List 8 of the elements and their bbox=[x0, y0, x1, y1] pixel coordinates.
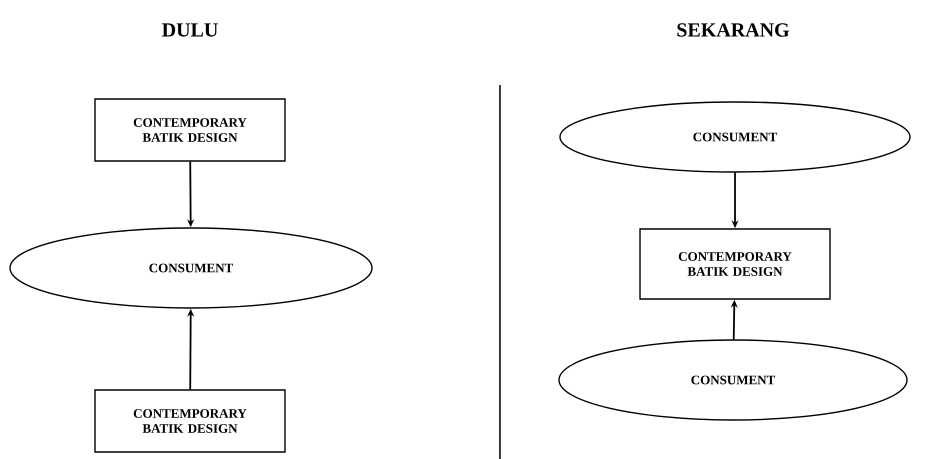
ellipse-node: CONSUMENT bbox=[558, 339, 908, 421]
ellipse-node: CONSUMENT bbox=[9, 227, 373, 309]
column-heading: DULU bbox=[162, 23, 218, 37]
process-box: CONTEMPORARY BATIK DESIGN bbox=[94, 98, 286, 162]
column-heading: SEKARANG bbox=[677, 23, 790, 37]
ellipse-node: CONSUMENT bbox=[559, 101, 911, 173]
process-box: CONTEMPORARY BATIK DESIGN bbox=[639, 228, 831, 300]
process-box: CONTEMPORARY BATIK DESIGN bbox=[94, 389, 286, 453]
